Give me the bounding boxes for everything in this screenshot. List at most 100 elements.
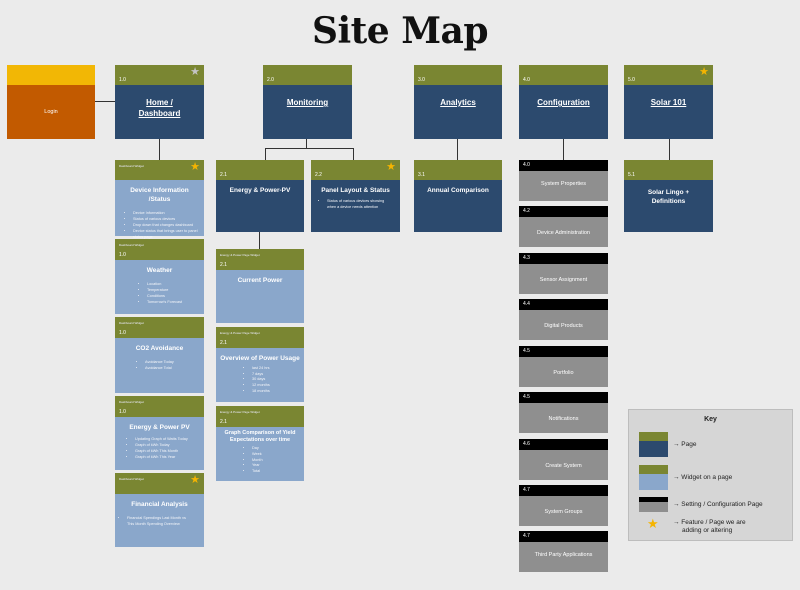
widget-graph-comparison: Energy & Power Page Widget 2.1 Graph Com… bbox=[216, 406, 304, 481]
page-title-text: Analytics bbox=[440, 98, 476, 107]
widget-subtitle: Dashboard Widget bbox=[119, 321, 144, 325]
page-number: 3.1 bbox=[418, 172, 425, 178]
setting-label: Create System bbox=[545, 463, 582, 469]
widget-bullet: Location bbox=[147, 281, 200, 287]
widget-bullet: Graph of kWh This Year bbox=[135, 454, 200, 460]
page-body: Annual Comparison bbox=[414, 180, 502, 232]
widget-title: Current Power bbox=[237, 277, 283, 284]
widget-bullet: Financial Spendings Last Month vs This M… bbox=[127, 515, 194, 527]
widget-body: Graph Comparison of Yield Expectations o… bbox=[216, 427, 304, 481]
widget-bullet: Month bbox=[252, 458, 300, 464]
setting-header: 4.2 bbox=[519, 206, 608, 217]
setting-label: Device Administration bbox=[537, 230, 590, 236]
widget-body: Financial Analysis Financial Spendings L… bbox=[115, 494, 204, 547]
connector-home-widgets bbox=[159, 139, 160, 160]
page-annual-comparison: 3.1 Annual Comparison bbox=[414, 160, 502, 232]
setting-device-administration: 4.2 Device Administration bbox=[519, 206, 608, 247]
setting-number: 4.5 bbox=[523, 348, 530, 354]
page-body: Configuration bbox=[519, 85, 608, 139]
setting-body: Device Administration bbox=[519, 217, 608, 247]
page-body: Monitoring bbox=[263, 85, 352, 139]
widget-title: Financial Analysis bbox=[131, 501, 188, 508]
page-number: 3.0 bbox=[418, 77, 425, 83]
widget-subtitle: Dashboard Widget bbox=[119, 164, 144, 168]
legend-swatch-setting bbox=[639, 497, 668, 512]
widget-header: Dashboard Widget 1.0 bbox=[115, 239, 204, 260]
page-header: 4.0 bbox=[519, 65, 608, 85]
widget-number: 1.0 bbox=[119, 252, 126, 258]
page-title-text: Solar 101 bbox=[650, 98, 687, 107]
widget-number: 1.0 bbox=[119, 409, 126, 415]
legend-label-page: → Page bbox=[673, 441, 697, 448]
page-body: Panel Layout & Status Status of various … bbox=[311, 180, 400, 232]
setting-number: 4.7 bbox=[523, 533, 530, 539]
widget-title: Device Information /Status bbox=[130, 187, 189, 204]
page-title-text: Monitoring bbox=[286, 98, 329, 107]
page-number: 5.0 bbox=[628, 77, 635, 83]
widget-bullet: 12 months bbox=[252, 383, 300, 389]
gold-star-icon: ★ bbox=[699, 66, 709, 78]
widget-header: Energy & Power Page Widget 2.1 bbox=[216, 327, 304, 348]
widget-bullet: Day bbox=[252, 446, 300, 452]
widget-subtitle: Dashboard Widget bbox=[119, 400, 144, 404]
page-title-text: Panel Layout & Status bbox=[321, 187, 390, 194]
widget-bullet: Tomorrow's Forecast bbox=[147, 299, 200, 305]
widget-title: Weather bbox=[146, 267, 173, 274]
page-header: 5.1 bbox=[624, 160, 713, 180]
widget-overview-power-usage: Energy & Power Page Widget 2.1 Overview … bbox=[216, 327, 304, 402]
setting-number: 4.7 bbox=[523, 487, 530, 493]
widget-bullet: Avoidance Today bbox=[145, 359, 200, 365]
widget-weather: Dashboard Widget 1.0 Weather Location Te… bbox=[115, 239, 204, 314]
widget-bullet: Temperature bbox=[147, 287, 200, 293]
page-body: Analytics bbox=[414, 85, 502, 139]
setting-sensor-assignment: 4.3 Sensor Assignment bbox=[519, 253, 608, 294]
setting-body: Third Party Applications bbox=[519, 542, 608, 572]
page-solar-101: 5.0 ★ Solar 101 bbox=[624, 65, 713, 139]
setting-label: Portfolio bbox=[553, 370, 574, 376]
gold-star-icon: ★ bbox=[190, 161, 200, 173]
setting-header: 4.0 bbox=[519, 160, 608, 171]
page-body: Home / Dashboard bbox=[115, 85, 204, 139]
connector-monitoring-branch bbox=[265, 148, 353, 149]
setting-label: Third Party Applications bbox=[534, 552, 593, 558]
widget-title: Energy & Power PV bbox=[129, 424, 190, 431]
legend-label-feature-line2: adding or altering bbox=[682, 527, 733, 535]
widget-header: Dashboard Widget ★ bbox=[115, 160, 204, 180]
page-title-line2: Dashboard bbox=[138, 109, 181, 119]
widget-bullet: Device Information bbox=[133, 210, 200, 216]
setting-system-groups: 4.7 System Groups bbox=[519, 485, 608, 526]
page-header: 5.0 ★ bbox=[624, 65, 713, 85]
page-title-text: Configuration bbox=[537, 98, 590, 107]
page-body: Solar 101 bbox=[624, 85, 713, 139]
page-header: 1.0 ★ bbox=[115, 65, 204, 85]
gold-star-icon: ★ bbox=[190, 474, 200, 486]
connector-solar bbox=[669, 139, 670, 160]
setting-header: 4.4 bbox=[519, 299, 608, 310]
setting-label: Notifications bbox=[548, 416, 579, 422]
widget-bullet: last 24 hrs bbox=[252, 366, 300, 372]
widget-financial-analysis: Dashboard Widget ★ Financial Analysis Fi… bbox=[115, 473, 204, 547]
setting-header: 4.7 bbox=[519, 531, 608, 542]
setting-body: System Properties bbox=[519, 171, 608, 201]
widget-bullet: Drop down that changes dashboard bbox=[133, 222, 200, 228]
page-title-text: Annual Comparison bbox=[427, 187, 489, 194]
page-header: 2.0 bbox=[263, 65, 352, 85]
page-header: 3.0 bbox=[414, 65, 502, 85]
setting-label: System Properties bbox=[541, 181, 586, 187]
grey-star-icon: ★ bbox=[190, 66, 200, 78]
login-card-top bbox=[7, 65, 95, 85]
widget-bullet: Conditions bbox=[147, 293, 200, 299]
setting-header: 4.5 bbox=[519, 346, 608, 357]
page-solar-lingo: 5.1 Solar Lingo + Definitions bbox=[624, 160, 713, 232]
setting-label: System Groups bbox=[544, 509, 583, 515]
widget-header: Energy & Power Page Widget 2.1 bbox=[216, 406, 304, 427]
widget-subtitle: Energy & Power Page Widget bbox=[220, 331, 260, 335]
setting-third-party-applications: 4.7 Third Party Applications bbox=[519, 531, 608, 572]
setting-body: Portfolio bbox=[519, 357, 608, 387]
connector-login-home bbox=[95, 101, 115, 102]
page-body: Solar Lingo + Definitions bbox=[624, 180, 713, 232]
legend-swatch-widget bbox=[639, 465, 668, 490]
widget-bullet: Week bbox=[252, 452, 300, 458]
page-header: 2.1 bbox=[216, 160, 304, 180]
page-panel-layout: 2.2 ★ Panel Layout & Status Status of va… bbox=[311, 160, 400, 232]
